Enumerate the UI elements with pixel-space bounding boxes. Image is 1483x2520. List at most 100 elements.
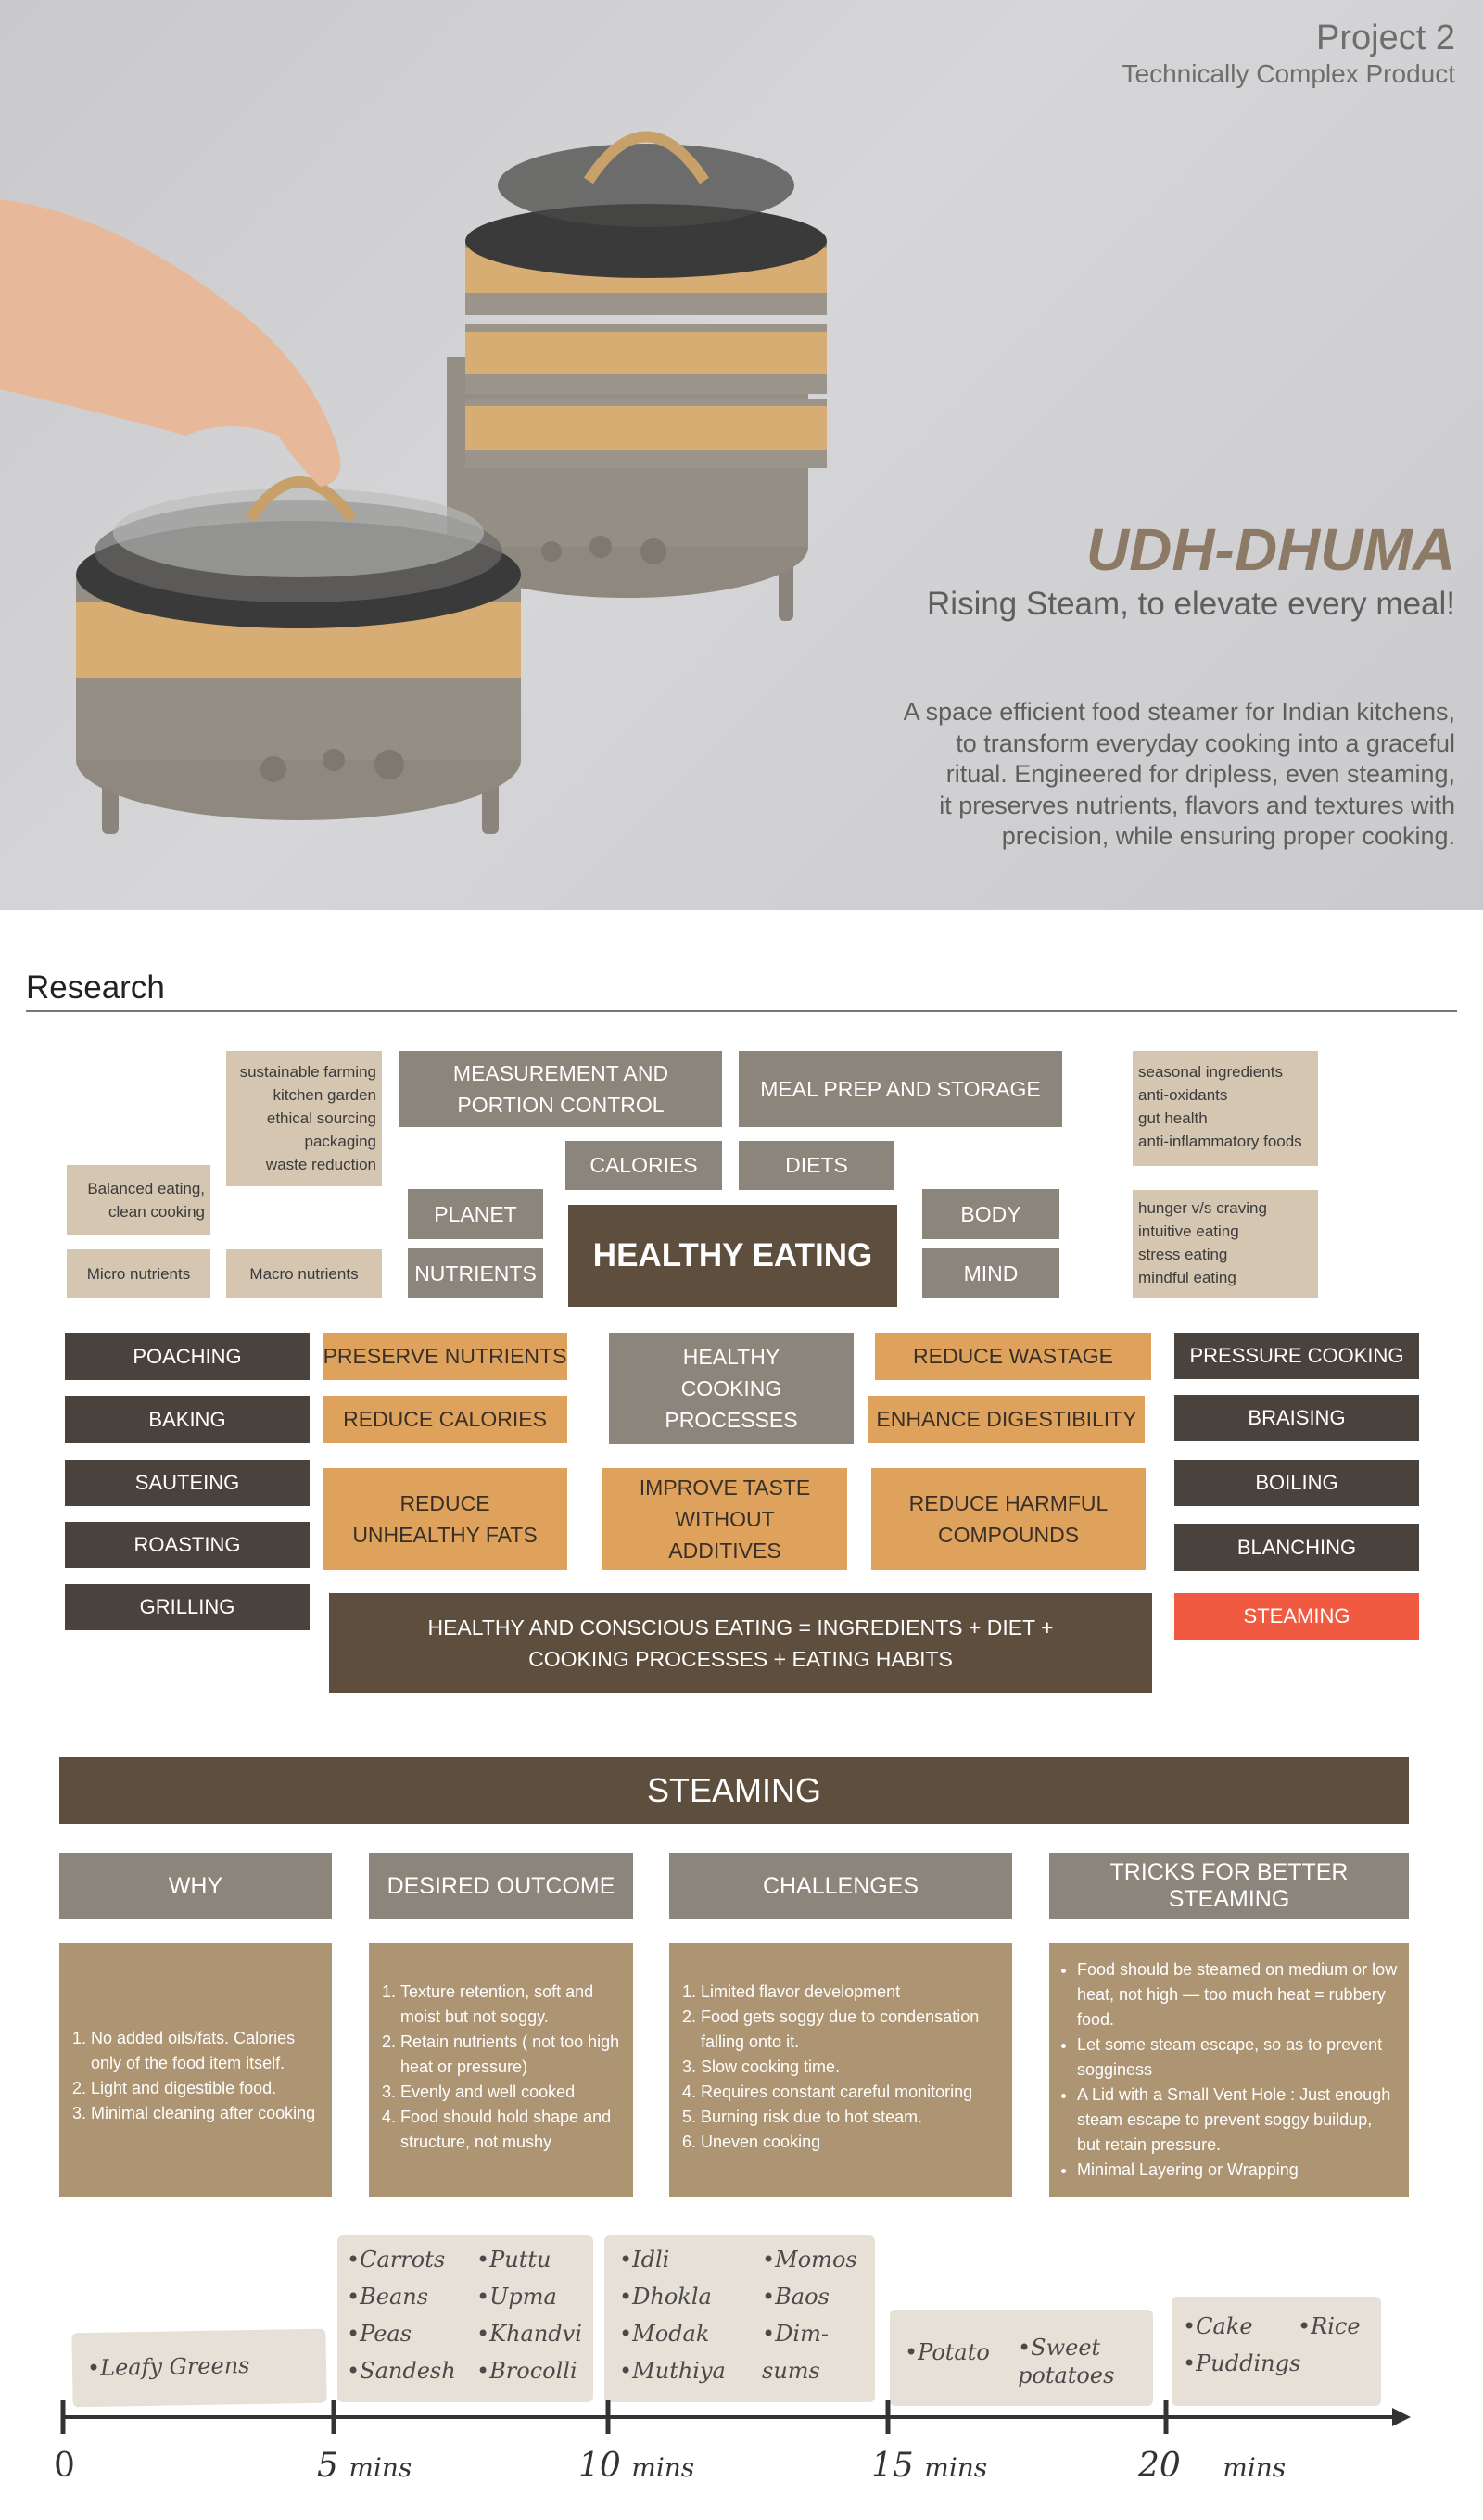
tick-label-15: 15 mins — [871, 2447, 987, 2485]
food-item: •Sweet potatoes — [1018, 2335, 1115, 2388]
research-heading: Research — [26, 969, 165, 1006]
list-item: Evenly and well cooked — [400, 2080, 626, 2105]
project-category: Technically Complex Product — [1122, 59, 1456, 88]
goal-preserve-nutrients: PRESERVE NUTRIENTS — [323, 1333, 567, 1380]
food-item: •Potato — [905, 2339, 990, 2365]
method-pressure-cooking: PRESSURE COOKING — [1174, 1333, 1419, 1379]
note-line: anti-inflammatory foods — [1138, 1133, 1302, 1150]
note-column: •Puttu •Upma •Khandvi •Brocolli — [476, 2241, 582, 2389]
food-item: •Sandesh — [347, 2358, 456, 2384]
product-name: UDH-DHUMA — [1085, 516, 1455, 583]
tick-label-10: 10 mins — [578, 2447, 694, 2485]
goal-reduce-harmful: REDUCE HARMFUL COMPOUNDS — [871, 1468, 1146, 1570]
note-line: hunger v/s craving — [1138, 1199, 1267, 1217]
method-blanching: BLANCHING — [1174, 1524, 1419, 1571]
product-description: A space efficient food steamer for India… — [904, 697, 1455, 853]
food-item: •Dhokla — [619, 2284, 712, 2310]
list-item: Burning risk due to hot steam. — [701, 2105, 1005, 2130]
col-challenges-header: CHALLENGES — [669, 1853, 1012, 1919]
list-item: Requires constant careful monitoring — [701, 2080, 1005, 2105]
description-line: it preserves nutrients, flavors and text… — [939, 791, 1455, 819]
method-poaching: POACHING — [65, 1333, 310, 1380]
list-item: Slow cooking time. — [701, 2055, 1005, 2080]
goal-enhance-digestibility: ENHANCE DIGESTIBILITY — [868, 1396, 1145, 1443]
description-line: ritual. Engineered for dripless, even st… — [945, 760, 1455, 788]
note-column: •Carrots •Beans •Peas •Sandesh — [347, 2241, 456, 2389]
note-column: •Rice — [1298, 2308, 1361, 2345]
note-line: clean cooking — [108, 1203, 205, 1221]
food-item: •Idli — [619, 2247, 670, 2273]
food-item: •Muthiya — [619, 2358, 726, 2384]
list-item: Let some steam escape, so as to prevent … — [1077, 2032, 1400, 2083]
note-seasonal: seasonal ingredients anti-oxidants gut h… — [1133, 1051, 1318, 1166]
why-list: No added oils/fats. Calories only of the… — [69, 2026, 324, 2126]
steaming-header: STEAMING — [59, 1757, 1409, 1824]
col-why-body: No added oils/fats. Calories only of the… — [59, 1943, 332, 2197]
tick-label-5: 5 mins — [317, 2447, 412, 2485]
challenges-list: Limited flavor development Food gets sog… — [678, 1980, 1005, 2155]
food-item: •Dim-sums — [762, 2321, 829, 2384]
goal-reduce-calories: REDUCE CALORIES — [323, 1396, 567, 1443]
timeline-note-5min: •Carrots •Beans •Peas •Sandesh •Puttu •U… — [337, 2235, 593, 2402]
food-item: •Cake — [1183, 2313, 1253, 2339]
food-item: •Momos — [762, 2247, 857, 2273]
box-healthy-processes: HEALTHY COOKING PROCESSES — [609, 1333, 854, 1444]
method-sauteing: SAUTEING — [65, 1460, 310, 1506]
tall-steamer-image — [447, 131, 827, 621]
tick-unit: mins — [924, 2452, 988, 2483]
list-item: Minimal Layering or Wrapping — [1077, 2158, 1400, 2183]
note-column: •Idli •Dhokla •Modak •Muthiya — [619, 2241, 726, 2389]
product-tagline: Rising Steam, to elevate every meal! — [927, 586, 1455, 622]
timeline-note-10min: •Idli •Dhokla •Modak •Muthiya •Momos •Ba… — [604, 2235, 875, 2402]
tick-number: 20 — [1138, 2447, 1181, 2485]
list-item: Uneven cooking — [701, 2130, 1005, 2155]
note-line: mindful eating — [1138, 1269, 1236, 1286]
tricks-list: Food should be steamed on medium or low … — [1055, 1957, 1400, 2183]
timeline-axis — [60, 2400, 1411, 2434]
list-item: Minimal cleaning after cooking — [91, 2101, 324, 2126]
note-column: •Potato — [905, 2334, 990, 2371]
tick-unit: mins — [349, 2452, 412, 2483]
tick-number: 10 — [578, 2447, 621, 2485]
list-item: Food should be steamed on medium or low … — [1077, 1957, 1400, 2032]
method-steaming: STEAMING — [1174, 1593, 1419, 1640]
note-column: •Cake •Puddings — [1183, 2308, 1300, 2382]
food-item: •Beans — [347, 2284, 429, 2310]
list-item: A Lid with a Small Vent Hole : Just enou… — [1077, 2083, 1400, 2158]
healthy-eating-title: HEALTHY EATING — [568, 1205, 897, 1307]
col-challenges-body: Limited flavor development Food gets sog… — [669, 1943, 1012, 2197]
box-planet: PLANET — [408, 1189, 543, 1239]
steamer-product-illustration — [0, 131, 827, 834]
project-label: Project 2 — [1316, 19, 1455, 57]
col-outcome-header: DESIRED OUTCOME — [369, 1853, 633, 1919]
note-column: •Momos •Baos •Dim-sums — [762, 2241, 873, 2389]
description-line: precision, while ensuring proper cooking… — [1001, 822, 1455, 850]
col-tricks-body: Food should be steamed on medium or low … — [1049, 1943, 1409, 2197]
food-item: •Puddings — [1183, 2350, 1301, 2376]
box-diets: DIETS — [739, 1141, 894, 1190]
tick-number: 15 — [871, 2447, 914, 2485]
note-line: gut health — [1138, 1109, 1208, 1127]
tick-number: 0 — [54, 2447, 75, 2485]
tick-label-20: 20 mins — [1138, 2447, 1286, 2485]
description-line: to transform everyday cooking into a gra… — [956, 728, 1455, 757]
food-item: •Upma — [476, 2284, 557, 2310]
col-outcome-body: Texture retention, soft and moist but no… — [369, 1943, 633, 2197]
method-grilling: GRILLING — [65, 1584, 310, 1630]
note-line: waste reduction — [265, 1156, 376, 1173]
note-balanced: Balanced eating, clean cooking — [67, 1165, 210, 1235]
box-mind: MIND — [922, 1248, 1059, 1298]
food-item: •Baos — [762, 2284, 830, 2310]
note-micro: Micro nutrients — [67, 1249, 210, 1298]
note-line: intuitive eating — [1138, 1222, 1239, 1240]
food-item: •Peas — [347, 2321, 412, 2347]
method-baking: BAKING — [65, 1396, 310, 1443]
goal-reduce-wastage: REDUCE WASTAGE — [875, 1333, 1151, 1380]
food-item: •Brocolli — [476, 2358, 577, 2384]
goal-reduce-fats: REDUCE UNHEALTHY FATS — [323, 1468, 567, 1570]
note-line: kitchen garden — [273, 1086, 376, 1104]
food-item: •Modak — [619, 2321, 710, 2347]
hero-section: Project 2 Technically Complex Product UD… — [0, 0, 1483, 910]
list-item: Retain nutrients ( not too high heat or … — [400, 2030, 626, 2080]
box-body: BODY — [922, 1189, 1059, 1239]
